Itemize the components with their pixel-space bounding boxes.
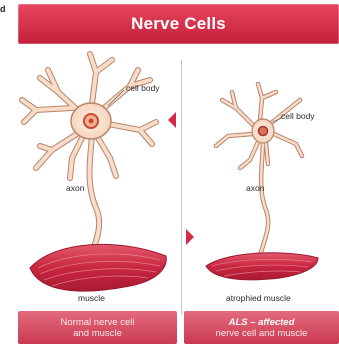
left-cell-body-label: cell body	[126, 83, 160, 93]
right-cell-body-label: cell body	[281, 111, 315, 121]
als-caption: ALS – affected nerve cell and muscle	[184, 311, 339, 344]
als-neuron	[216, 84, 302, 256]
als-caption-line1: ALS – affected	[229, 317, 295, 328]
left-axon-label: axon	[66, 183, 84, 193]
atrophied-muscle	[206, 253, 318, 280]
normal-caption-line1: Normal nerve cell	[61, 317, 135, 328]
right-axon-label: axon	[246, 183, 264, 193]
normal-caption-line2: and muscle	[73, 328, 122, 339]
als-caption-line2: nerve cell and muscle	[216, 328, 308, 339]
right-muscle-label: atrophied muscle	[226, 293, 291, 303]
normal-caption: Normal nerve cell and muscle	[18, 311, 177, 344]
arrow-left-icon	[168, 112, 176, 128]
left-muscle-label: muscle	[78, 293, 105, 303]
arrow-right-icon	[186, 229, 194, 245]
normal-muscle	[30, 244, 166, 291]
